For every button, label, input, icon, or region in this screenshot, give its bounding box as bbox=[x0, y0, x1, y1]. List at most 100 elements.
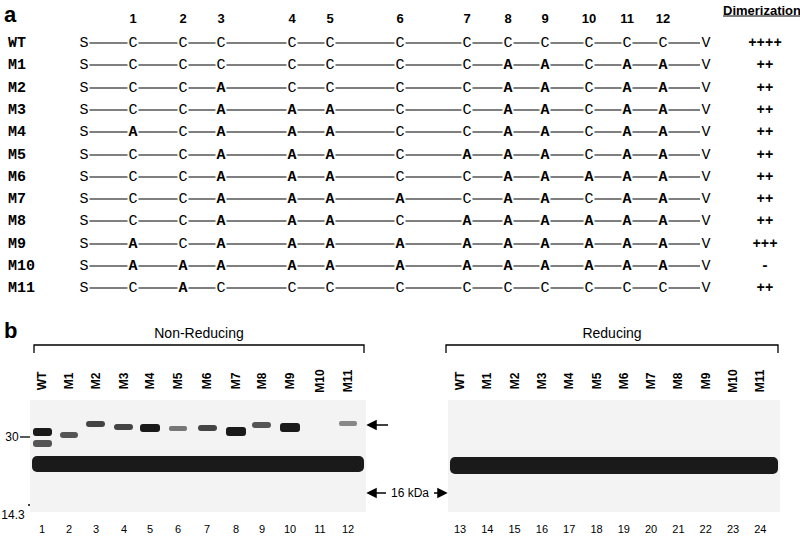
residue-letter: S bbox=[78, 148, 89, 163]
residue-letter: A bbox=[215, 125, 226, 140]
lane-number: 15 bbox=[508, 524, 520, 535]
residue-letter: A bbox=[286, 259, 297, 274]
cysteine-number: 2 bbox=[179, 12, 186, 25]
residue-letter: A bbox=[461, 237, 472, 252]
residue-letter: A bbox=[539, 103, 550, 118]
residue-letter: A bbox=[215, 148, 226, 163]
lane-label: M7 bbox=[645, 373, 657, 390]
residue-letter: A bbox=[215, 237, 226, 252]
dimerization-score: ++ bbox=[757, 192, 774, 206]
cysteine-number: 9 bbox=[541, 12, 548, 25]
condition-label: Non-Reducing bbox=[154, 326, 244, 340]
residue-letter: C bbox=[394, 125, 405, 140]
residue-letter: A bbox=[177, 281, 188, 296]
residue-letter: A bbox=[502, 58, 513, 73]
residue-letter: C bbox=[461, 36, 472, 51]
residue-letter: C bbox=[657, 36, 668, 51]
residue-letter: C bbox=[324, 58, 335, 73]
residue-letter: C bbox=[583, 125, 594, 140]
residue-letter: C bbox=[286, 81, 297, 96]
residue-letter: C bbox=[394, 103, 405, 118]
residue-letter: C bbox=[394, 170, 405, 185]
lane-number: 21 bbox=[672, 524, 684, 535]
cysteine-number: 3 bbox=[217, 12, 224, 25]
residue-letter: C bbox=[177, 192, 188, 207]
residue-letter: A bbox=[539, 148, 550, 163]
lane-number: 7 bbox=[204, 524, 210, 535]
residue-letter: C bbox=[502, 281, 513, 296]
residue-letter: C bbox=[583, 81, 594, 96]
residue-letter: S bbox=[78, 170, 89, 185]
residue-letter: A bbox=[539, 125, 550, 140]
lane-number: 3 bbox=[93, 524, 99, 535]
cysteine-number: 11 bbox=[620, 12, 634, 25]
residue-letter: A bbox=[621, 192, 632, 207]
residue-letter: C bbox=[583, 36, 594, 51]
lane-label: M4 bbox=[144, 373, 156, 390]
residue-letter: A bbox=[394, 259, 405, 274]
residue-letter: A bbox=[286, 237, 297, 252]
mutant-name: M7 bbox=[8, 192, 26, 207]
residue-letter: A bbox=[621, 125, 632, 140]
residue-letter: V bbox=[700, 170, 711, 185]
dimerization-score: ++++ bbox=[748, 36, 782, 50]
residue-letter: C bbox=[177, 170, 188, 185]
residue-letter: S bbox=[78, 214, 89, 229]
residue-letter: A bbox=[657, 259, 668, 274]
residue-letter: A bbox=[539, 58, 550, 73]
dimerization-score: ++ bbox=[757, 103, 774, 117]
mutant-name: M9 bbox=[8, 237, 26, 252]
dimerization-score: ++ bbox=[757, 170, 774, 184]
residue-letter: C bbox=[461, 281, 472, 296]
residue-letter: C bbox=[127, 192, 138, 207]
lane-number: 13 bbox=[454, 524, 466, 535]
residue-letter: A bbox=[394, 237, 405, 252]
residue-letter: C bbox=[583, 192, 594, 207]
residue-letter: V bbox=[700, 36, 711, 51]
residue-letter: S bbox=[78, 125, 89, 140]
residue-letter: A bbox=[539, 214, 550, 229]
mutant-name: M11 bbox=[8, 281, 35, 296]
lane-label: M5 bbox=[591, 373, 603, 390]
residue-letter: A bbox=[461, 148, 472, 163]
residue-letter: C bbox=[621, 281, 632, 296]
dimerization-score: ++ bbox=[757, 148, 774, 162]
column-header: Dimerization bbox=[723, 4, 800, 17]
lane-label: M4 bbox=[563, 373, 575, 390]
lane-number: 1 bbox=[39, 524, 45, 535]
residue-letter: V bbox=[700, 148, 711, 163]
lane-label: M10 bbox=[314, 369, 326, 392]
mutant-name: M3 bbox=[8, 103, 26, 118]
residue-letter: A bbox=[324, 214, 335, 229]
residue-letter: V bbox=[700, 259, 711, 274]
residue-letter: A bbox=[657, 81, 668, 96]
residue-letter: C bbox=[394, 148, 405, 163]
mutant-name: M6 bbox=[8, 170, 26, 185]
residue-letter: A bbox=[583, 214, 594, 229]
residue-letter: C bbox=[461, 81, 472, 96]
residue-letter: C bbox=[177, 103, 188, 118]
residue-letter: C bbox=[583, 281, 594, 296]
residue-letter: A bbox=[324, 148, 335, 163]
residue-letter: C bbox=[127, 281, 138, 296]
residue-letter: A bbox=[394, 192, 405, 207]
residue-letter: C bbox=[502, 36, 513, 51]
residue-letter: A bbox=[657, 214, 668, 229]
marker-size: 14.3 bbox=[1, 509, 24, 521]
lane-number: 6 bbox=[175, 524, 181, 535]
lane-label: M1 bbox=[63, 373, 75, 390]
cysteine-number: 1 bbox=[129, 12, 136, 25]
lane-number: 18 bbox=[590, 524, 602, 535]
cysteine-number: 5 bbox=[326, 12, 333, 25]
cysteine-number: 8 bbox=[504, 12, 511, 25]
residue-letter: C bbox=[127, 214, 138, 229]
residue-letter: C bbox=[177, 81, 188, 96]
residue-letter: C bbox=[394, 281, 405, 296]
residue-letter: A bbox=[502, 103, 513, 118]
lane-label: M2 bbox=[90, 373, 102, 390]
residue-letter: C bbox=[657, 281, 668, 296]
residue-letter: S bbox=[78, 237, 89, 252]
dimerization-score: ++ bbox=[757, 214, 774, 228]
residue-letter: C bbox=[286, 281, 297, 296]
residue-letter: S bbox=[78, 281, 89, 296]
